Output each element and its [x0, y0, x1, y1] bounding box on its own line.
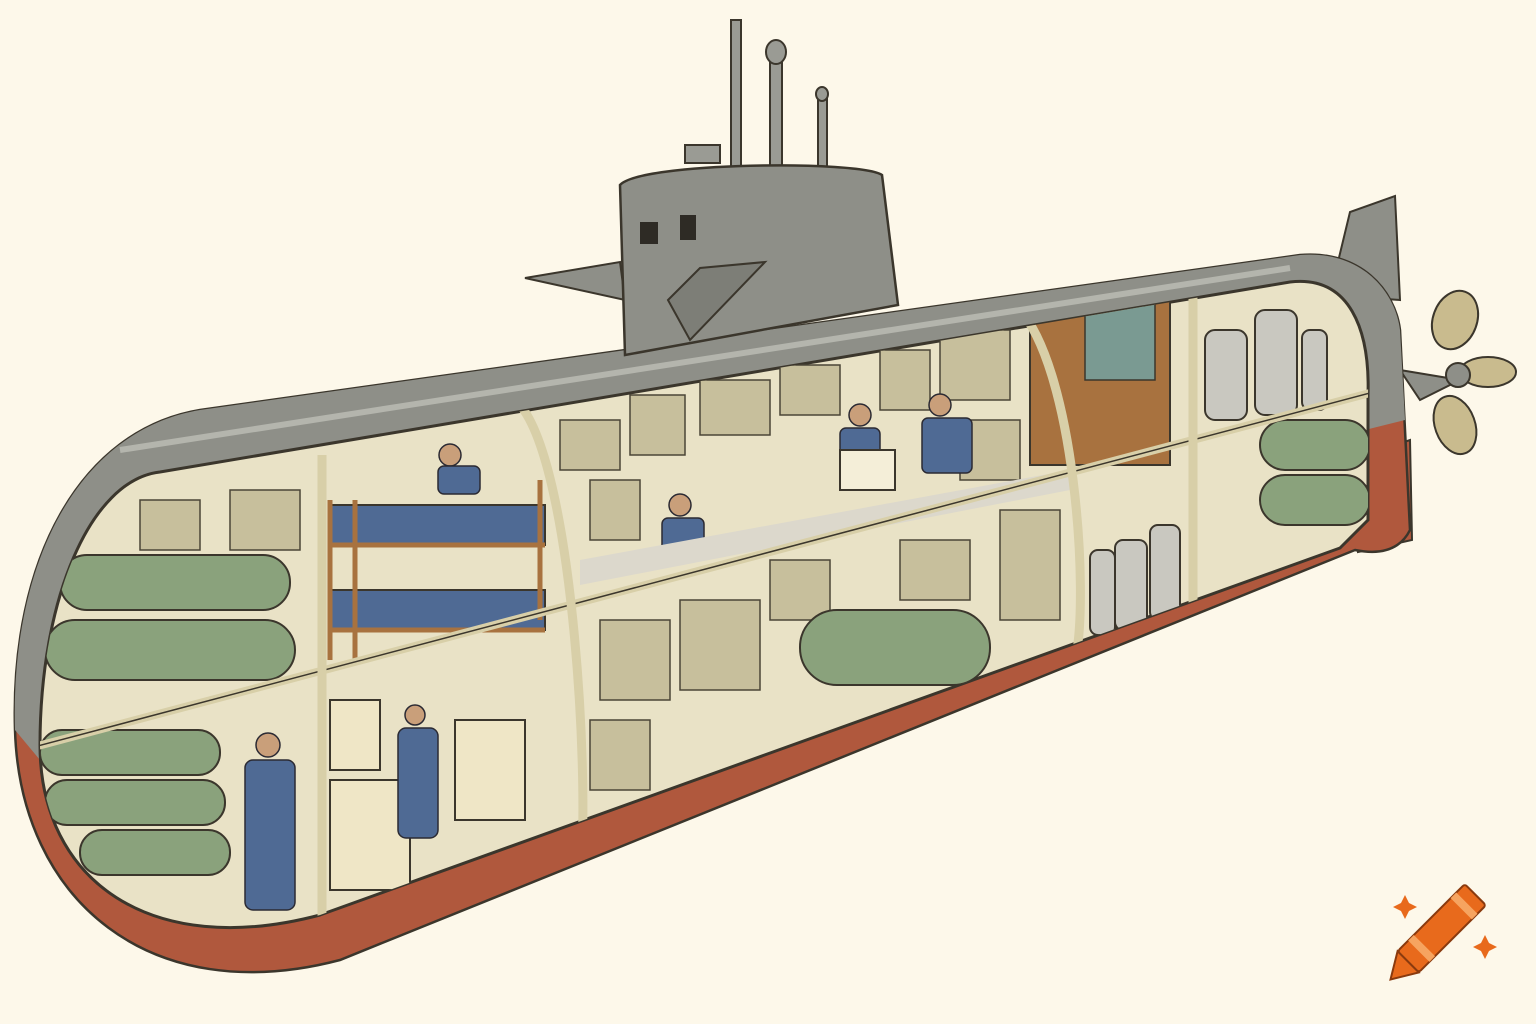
torpedo-tanks [40, 419, 1369, 876]
bunk-beds [327, 480, 546, 660]
sail-window [640, 222, 658, 244]
masts [684, 19, 829, 179]
propeller [1397, 289, 1517, 456]
crayon-icon [1389, 884, 1486, 981]
sail-fin-plane [524, 260, 627, 302]
machinery [139, 329, 1061, 791]
mast-middle [769, 61, 783, 173]
mast-right-head [815, 86, 829, 102]
crew-members [244, 393, 973, 911]
hull-top-highlight [119, 265, 1291, 453]
console-box [839, 449, 896, 491]
sparkle-icons [1393, 895, 1497, 959]
deck-floor [580, 470, 1070, 585]
sail-side-plane [666, 260, 768, 342]
mast-middle-head [765, 39, 787, 65]
periscope-bits [684, 144, 721, 164]
galley-cabinets [329, 699, 526, 891]
sail-window [680, 215, 696, 240]
mast-left [730, 19, 742, 171]
